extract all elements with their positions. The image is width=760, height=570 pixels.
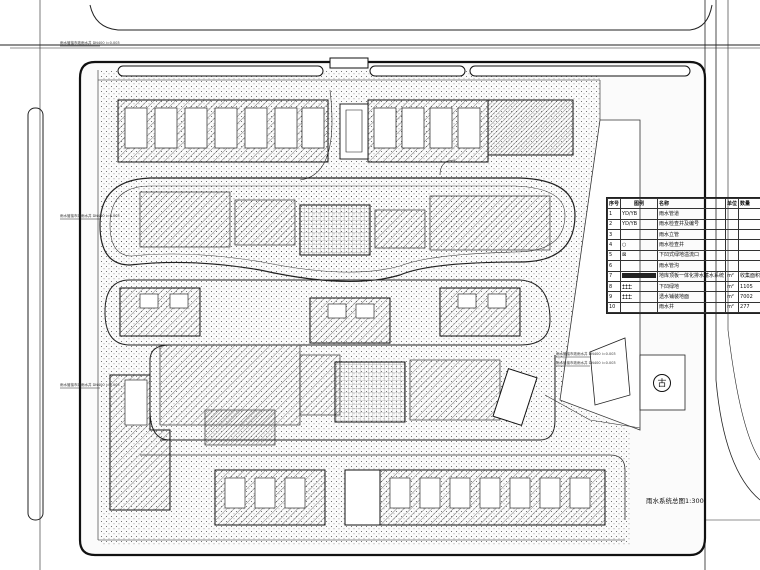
legend-row: 10 雨水井 m² 277 xyxy=(606,301,760,314)
legend-unit xyxy=(725,260,740,272)
legend-qty xyxy=(738,260,760,272)
lower-courtyard xyxy=(159,344,538,446)
legend-header: 序号 xyxy=(606,197,622,210)
legend-name: 雨水管沟 xyxy=(657,260,727,272)
legend-symbol xyxy=(620,270,659,282)
central-green-areas xyxy=(139,191,551,256)
legend-name: 雨水检查井及编号 xyxy=(657,218,727,231)
legend-unit: m² xyxy=(725,291,740,303)
legend-no: 2 xyxy=(606,218,622,231)
legend-unit xyxy=(725,208,740,220)
legend-header: 数量 xyxy=(738,197,760,210)
legend-no: 4 xyxy=(606,239,622,251)
legend-unit: m² xyxy=(725,301,740,314)
legend-name: 雨水立管 xyxy=(657,229,727,241)
legend-row: 4 ○ 雨水检查井 xyxy=(606,239,760,251)
legend-row: 3 雨水立管 xyxy=(606,229,760,241)
west-wing xyxy=(109,374,171,511)
pipe-label: 雨水管接市政雨水井 DN400 i=0.003 xyxy=(60,214,120,218)
legend-name: 雨水管道 xyxy=(657,208,727,220)
legend-unit xyxy=(725,229,740,241)
legend-name: 透水铺装地面 xyxy=(657,291,727,303)
ring-road xyxy=(99,177,576,283)
legend-header: 单位 xyxy=(725,197,740,210)
legend-header: 名称 xyxy=(657,197,727,210)
legend-row: 9 透水铺装地面 m² 7002 xyxy=(606,291,760,303)
pipe-label: 雨水管接市政雨水井 DN400 i=0.003 xyxy=(556,352,616,356)
legend-row: 5 ⊠ 下凹式绿地溢流口 xyxy=(606,249,760,262)
legend-qty xyxy=(738,249,760,262)
legend-qty: 7002 xyxy=(738,291,760,303)
legend-no: 10 xyxy=(606,301,622,314)
legend-name: 下凹式绿地溢流口 xyxy=(657,249,727,262)
north-buildings xyxy=(117,99,574,163)
legend-header-row: 序号 图例 名称 单位 数量 xyxy=(606,197,760,210)
drawing-scale: 1:300 xyxy=(685,497,704,505)
legend-no: 6 xyxy=(606,260,622,272)
legend-symbol: YD/YB xyxy=(620,218,659,231)
dot-swatch-icon xyxy=(622,293,633,299)
hatch-swatch-icon xyxy=(622,283,633,289)
legend-unit xyxy=(725,239,740,251)
legend-name: 雨水井 xyxy=(657,301,727,314)
solid-bar-icon xyxy=(622,273,657,279)
middle-towers xyxy=(119,287,521,344)
legend-unit: m² xyxy=(725,280,740,293)
legend-row: 2 YD/YB 雨水检查井及编号 xyxy=(606,218,760,231)
middle-ring-road xyxy=(104,279,551,346)
legend-qty xyxy=(738,208,760,220)
legend-symbol: ⊠ xyxy=(620,249,659,262)
legend-no: 7 xyxy=(606,270,622,282)
pipe-label-leaders xyxy=(60,45,590,389)
legend-row: 7 地库顶板一体化排水蓄水系统 m² 收集面积 xyxy=(606,270,760,282)
legend-symbol xyxy=(620,229,659,241)
legend-row: 6 雨水管沟 xyxy=(606,260,760,272)
legend-qty xyxy=(738,229,760,241)
legend-no: 8 xyxy=(606,280,622,293)
legend-name: 地库顶板一体化排水蓄水系统 xyxy=(657,270,727,282)
pipe-label: 雨水管接市政雨水井 DN400 i=0.003 xyxy=(60,41,120,45)
legend-no: 3 xyxy=(606,229,622,241)
legend-qty: 1105 xyxy=(738,280,760,293)
legend-qty xyxy=(738,218,760,231)
legend-no: 1 xyxy=(606,208,622,220)
legend-symbol: YD/YB xyxy=(620,208,659,220)
legend-row: 1 YD/YB 雨水管道 xyxy=(606,208,760,220)
legend-header: 图例 xyxy=(620,197,659,210)
legend-qty: 收集面积 xyxy=(738,270,760,282)
drawing-title-text: 雨水系统总图 xyxy=(646,497,685,505)
legend-table: 序号 图例 名称 单位 数量 1 YD/YB 雨水管道 2 YD/YB 雨水检查… xyxy=(606,197,760,314)
legend-unit xyxy=(725,249,740,262)
pipe-label: 雨水管接市政雨水井 DN400 i=0.003 xyxy=(60,383,120,387)
legend-symbol: ○ xyxy=(620,239,659,251)
drawing-title: 雨水系统总图1:300 xyxy=(646,495,704,505)
legend-name: 下凹绿地 xyxy=(657,280,727,293)
north-gates xyxy=(117,57,691,77)
legend-symbol xyxy=(620,280,659,293)
heritage-mark: 古 xyxy=(653,374,671,392)
legend-no: 9 xyxy=(606,291,622,303)
legend-qty: 277 xyxy=(738,301,760,314)
legend-symbol xyxy=(620,260,659,272)
pipe-label: 雨水管接市政雨水井 DN400 i=0.003 xyxy=(556,361,616,365)
legend-unit: m² xyxy=(725,270,740,282)
east-structures xyxy=(589,337,686,411)
legend-row: 8 下凹绿地 m² 1105 xyxy=(606,280,760,293)
legend-qty xyxy=(738,239,760,251)
legend-unit xyxy=(725,218,740,231)
south-buildings xyxy=(214,469,606,526)
legend-symbol xyxy=(620,291,659,303)
legend-name: 雨水检查井 xyxy=(657,239,727,251)
legend-symbol xyxy=(620,301,659,314)
legend-no: 5 xyxy=(606,249,622,262)
rain-pipe-network xyxy=(97,70,625,541)
